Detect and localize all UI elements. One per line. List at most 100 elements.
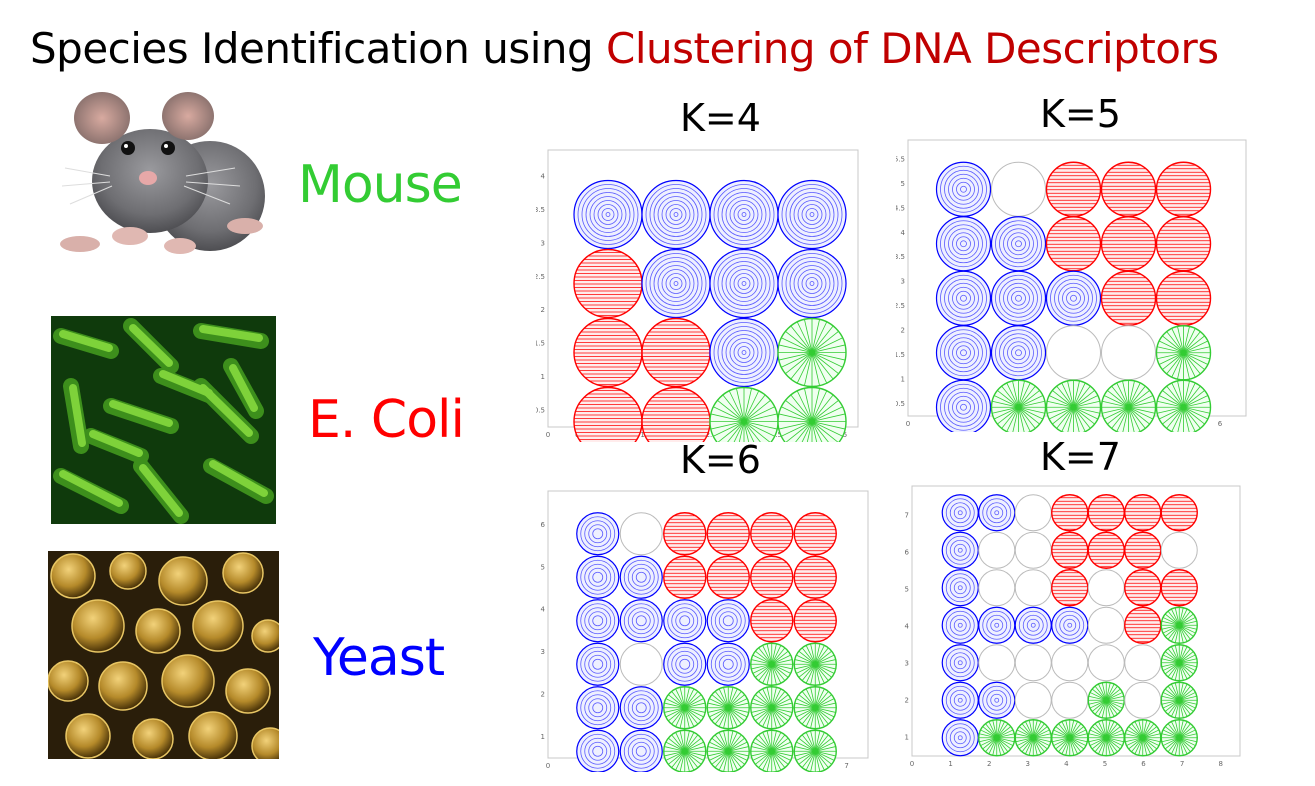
y-tick-label: 0.5 [536, 406, 545, 414]
x-tick-label: 0 [906, 420, 910, 428]
cluster-node [1160, 606, 1198, 644]
y-tick-label: 7 [905, 512, 909, 520]
cluster-node [1087, 494, 1125, 532]
cluster-node [709, 386, 779, 442]
mouse-image [50, 86, 270, 286]
x-tick-label: 2.5 [706, 431, 717, 439]
cluster-node [663, 642, 707, 686]
cluster-plot-k5: 01234560.511.522.533.544.555.5 [896, 134, 1264, 432]
cluster-node [1124, 569, 1162, 607]
y-tick-label: 3 [541, 239, 545, 247]
plot-axes [911, 485, 1241, 757]
cluster-node [1046, 325, 1101, 381]
cluster-node [1014, 494, 1052, 532]
y-tick-label: 4.5 [896, 204, 905, 212]
y-tick-label: 4 [541, 173, 546, 181]
cluster-node [1100, 216, 1157, 272]
cluster-node [576, 555, 620, 599]
cluster-node [935, 216, 992, 272]
chart-title-k5: K=5 [1040, 92, 1121, 136]
y-tick-label: 2 [541, 690, 545, 698]
cluster-node [619, 555, 663, 599]
y-tick-label: 5 [901, 180, 905, 188]
x-tick-label: 0 [910, 760, 914, 768]
x-tick-label: 8 [1218, 760, 1222, 768]
cluster-node [1101, 325, 1156, 381]
cluster-node [1045, 379, 1102, 432]
cluster-node [793, 729, 837, 772]
cluster-node [750, 729, 794, 772]
x-tick-label: 7 [1180, 760, 1184, 768]
chart-title-k4: K=4 [680, 96, 761, 140]
cluster-node [1160, 569, 1198, 607]
x-tick-label: 0 [546, 762, 550, 770]
cluster-node [1155, 161, 1212, 217]
x-tick-label: 5 [1103, 760, 1107, 768]
cluster-node [1014, 681, 1052, 719]
chart-title-k7: K=7 [1040, 435, 1121, 479]
cluster-node [777, 248, 847, 319]
cluster-node [663, 729, 707, 772]
y-tick-label: 2 [901, 327, 905, 335]
cluster-node [935, 270, 992, 326]
cluster-node [706, 642, 750, 686]
x-tick-label: 6 [1141, 760, 1146, 768]
cluster-node [978, 569, 1016, 607]
cluster-node [641, 248, 711, 319]
y-tick-label: 1.5 [536, 340, 545, 348]
y-tick-label: 3 [905, 660, 909, 668]
cluster-node [777, 386, 847, 442]
cluster-plot-k6: 01234567123456 [538, 486, 880, 772]
x-tick-label: 3.5 [771, 431, 782, 439]
yeast-image [48, 551, 279, 759]
cluster-node [706, 686, 750, 730]
cluster-node [1124, 531, 1162, 569]
cluster-node [573, 317, 643, 388]
cluster-node [573, 179, 643, 250]
y-tick-label: 1 [905, 734, 909, 742]
cluster-node [777, 179, 847, 250]
cluster-node [709, 317, 779, 388]
cluster-node [706, 555, 750, 599]
y-tick-label: 5 [905, 586, 909, 594]
cluster-node [576, 512, 620, 556]
cluster-node [1160, 644, 1198, 682]
cluster-node [750, 512, 794, 556]
y-tick-label: 3 [901, 278, 905, 286]
x-tick-label: 2 [987, 760, 991, 768]
cluster-node [576, 729, 620, 772]
cluster-node [1051, 606, 1089, 644]
cluster-node [793, 599, 837, 643]
cluster-node [663, 555, 707, 599]
y-tick-label: 5.5 [896, 156, 905, 164]
cluster-node [1100, 379, 1157, 432]
cluster-node [1045, 270, 1102, 326]
cluster-node [941, 569, 979, 607]
y-tick-label: 2 [905, 697, 909, 705]
cluster-node [1160, 719, 1198, 757]
cluster-node [750, 642, 794, 686]
cluster-node [750, 555, 794, 599]
cluster-node [619, 642, 663, 686]
cluster-node [793, 642, 837, 686]
cluster-node [978, 494, 1016, 532]
cluster-node [990, 270, 1047, 326]
cluster-node [1051, 531, 1089, 569]
title-part-1: Species Identification using [30, 24, 607, 73]
cluster-node [1051, 681, 1089, 719]
cluster-node [573, 248, 643, 319]
cluster-node [706, 512, 750, 556]
cluster-node [619, 512, 663, 556]
cluster-node [663, 599, 707, 643]
cluster-node [576, 599, 620, 643]
cluster-node [706, 729, 750, 772]
cluster-node [706, 599, 750, 643]
cluster-node [1014, 569, 1052, 607]
cluster-node [990, 325, 1047, 381]
cluster-node [990, 216, 1047, 272]
cluster-node [978, 719, 1016, 757]
y-tick-label: 1 [901, 375, 905, 383]
cluster-node [1045, 216, 1102, 272]
cluster-node [991, 161, 1046, 217]
cluster-node [978, 606, 1016, 644]
